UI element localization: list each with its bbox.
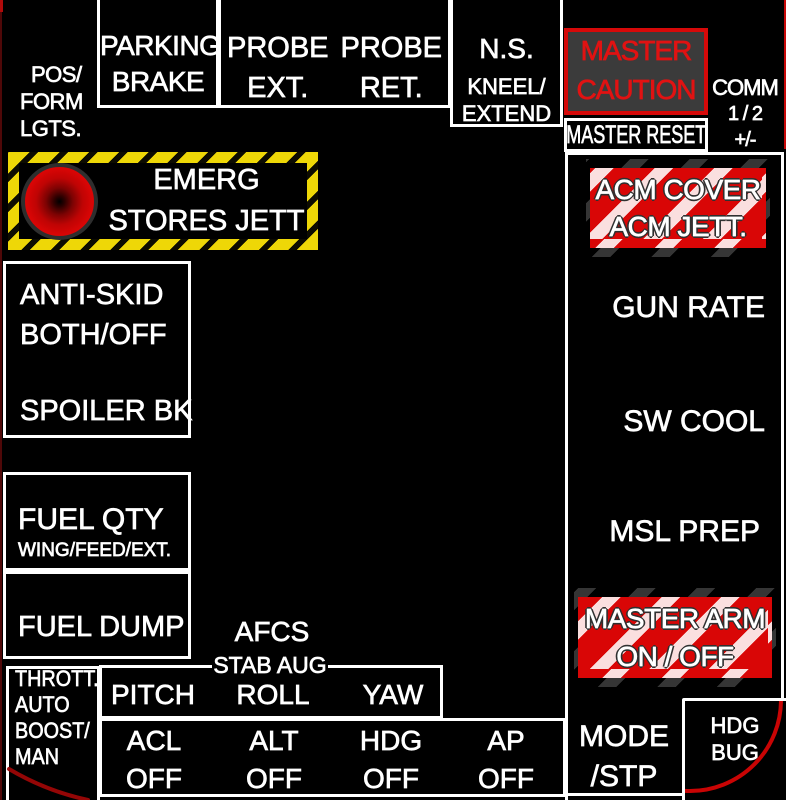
anti-skid-line2: BOTH/OFF <box>20 319 167 352</box>
acm-line2: ACM JETT. <box>609 211 747 243</box>
stab-aug-yaw-button[interactable]: YAW <box>362 679 424 711</box>
parking-brake-line1: PARKING <box>100 30 222 62</box>
master-arm-line1: MASTER ARM <box>584 603 766 635</box>
acm-jett-button[interactable]: ACM COVER ACM JETT. <box>586 159 770 257</box>
emerg-line2: STORES JETT <box>108 205 305 238</box>
mode-line2: /STP <box>590 760 658 794</box>
stab-aug-title: STAB AUG <box>212 652 328 678</box>
hdg-bug-line2: BUG <box>711 740 759 766</box>
master-caution-line2: CAUTION <box>576 74 697 106</box>
fuel-dump-button[interactable]: FUEL DUMP <box>3 571 191 659</box>
left-edge-line <box>0 0 2 800</box>
mode-stp-button[interactable]: MODE /STP <box>566 700 682 794</box>
mode-line1: MODE <box>579 720 670 754</box>
sw-cool-button[interactable]: SW COOL <box>623 405 765 439</box>
acm-line1: ACM COVER <box>595 174 761 206</box>
right-edge-line <box>784 0 786 149</box>
emerg-stores-jett-button[interactable]: EMERG STORES JETT <box>8 152 318 250</box>
probe-ret-line1: PROBE <box>340 32 443 65</box>
anti-skid-line1: ANTI-SKID <box>20 279 164 312</box>
fuel-qty-line1: FUEL QTY <box>18 503 164 537</box>
hdg-bug-button[interactable]: HDG BUG <box>682 698 786 800</box>
throttle-auto-boost-button[interactable]: THROTT. AUTO BOOST/ MAN <box>6 666 100 800</box>
master-reset-label: MASTER RESET <box>565 120 707 149</box>
red-arc-bottom-left <box>7 767 90 800</box>
probe-ret-line2: RET. <box>359 72 423 105</box>
ns-line1: N.S. <box>479 33 534 65</box>
ns-kneel-extend-button[interactable]: N.S. KNEEL/ EXTEND <box>450 0 563 127</box>
comm-line3: +/- <box>734 129 757 152</box>
emerg-line1: EMERG <box>153 164 260 197</box>
red-round-pushbutton-icon <box>21 162 98 240</box>
fuel-qty-line2: WING/FEED/EXT. <box>18 540 172 562</box>
right-column-right-border <box>781 152 784 701</box>
ns-line3: EXTEND <box>461 101 552 127</box>
master-caution-line1: MASTER <box>580 35 692 67</box>
right-column-box <box>565 152 784 800</box>
left-edge-tick <box>0 0 3 12</box>
parking-brake-line2: BRAKE <box>111 66 205 98</box>
throttle-line1: THROTT. <box>15 666 99 692</box>
throttle-line4: MAN <box>15 744 60 770</box>
comm-line1: COMM <box>712 75 779 101</box>
stab-aug-roll-button[interactable]: ROLL <box>236 679 310 711</box>
probe-ext-line2: EXT. <box>247 72 309 105</box>
throttle-line3: BOOST/ <box>15 718 90 744</box>
ns-line2: KNEEL/ <box>467 74 546 100</box>
master-reset-button[interactable]: MASTER RESET <box>564 118 708 152</box>
msl-prep-button[interactable]: MSL PREP <box>609 515 760 549</box>
comm-selector-button[interactable]: COMM 1 / 2 +/- <box>705 75 785 153</box>
master-arm-line2: ON / OFF <box>616 641 735 673</box>
pos-form-line1: POS/ <box>31 62 83 88</box>
pos-form-lights-button[interactable]: POS/ FORM LGTS. <box>20 61 110 142</box>
pos-form-line3: LGTS. <box>20 116 82 142</box>
mode-cell-bottom-border <box>565 793 685 796</box>
probe-ext-line1: PROBE <box>226 32 329 65</box>
stab-aug-pitch-button[interactable]: PITCH <box>111 679 196 711</box>
hdg-bug-line1: HDG <box>710 713 760 739</box>
probe-box: PROBE EXT. PROBE RET. <box>218 0 451 108</box>
gun-rate-button[interactable]: GUN RATE <box>612 291 765 325</box>
comm-line2: 1 / 2 <box>728 103 764 126</box>
spoiler-bk-label: SPOILER BK <box>20 395 193 428</box>
probe-ext-button[interactable]: PROBE EXT. <box>221 0 335 105</box>
anti-skid-spoiler-button[interactable]: ANTI-SKID BOTH/OFF SPOILER BK <box>3 261 193 438</box>
master-caution-button[interactable]: MASTER CAUTION <box>564 28 708 115</box>
fuel-qty-button[interactable]: FUEL QTY WING/FEED/EXT. <box>3 472 191 571</box>
pos-form-line2: FORM <box>20 89 84 115</box>
parking-brake-button[interactable]: PARKING BRAKE <box>97 0 222 108</box>
probe-ret-button[interactable]: PROBE RET. <box>335 0 449 105</box>
master-arm-button[interactable]: MASTER ARM ON / OFF <box>574 588 776 687</box>
fuel-dump-label: FUEL DUMP <box>18 611 185 644</box>
throttle-line2: AUTO <box>15 692 70 718</box>
afcs-title: AFCS <box>234 616 310 648</box>
